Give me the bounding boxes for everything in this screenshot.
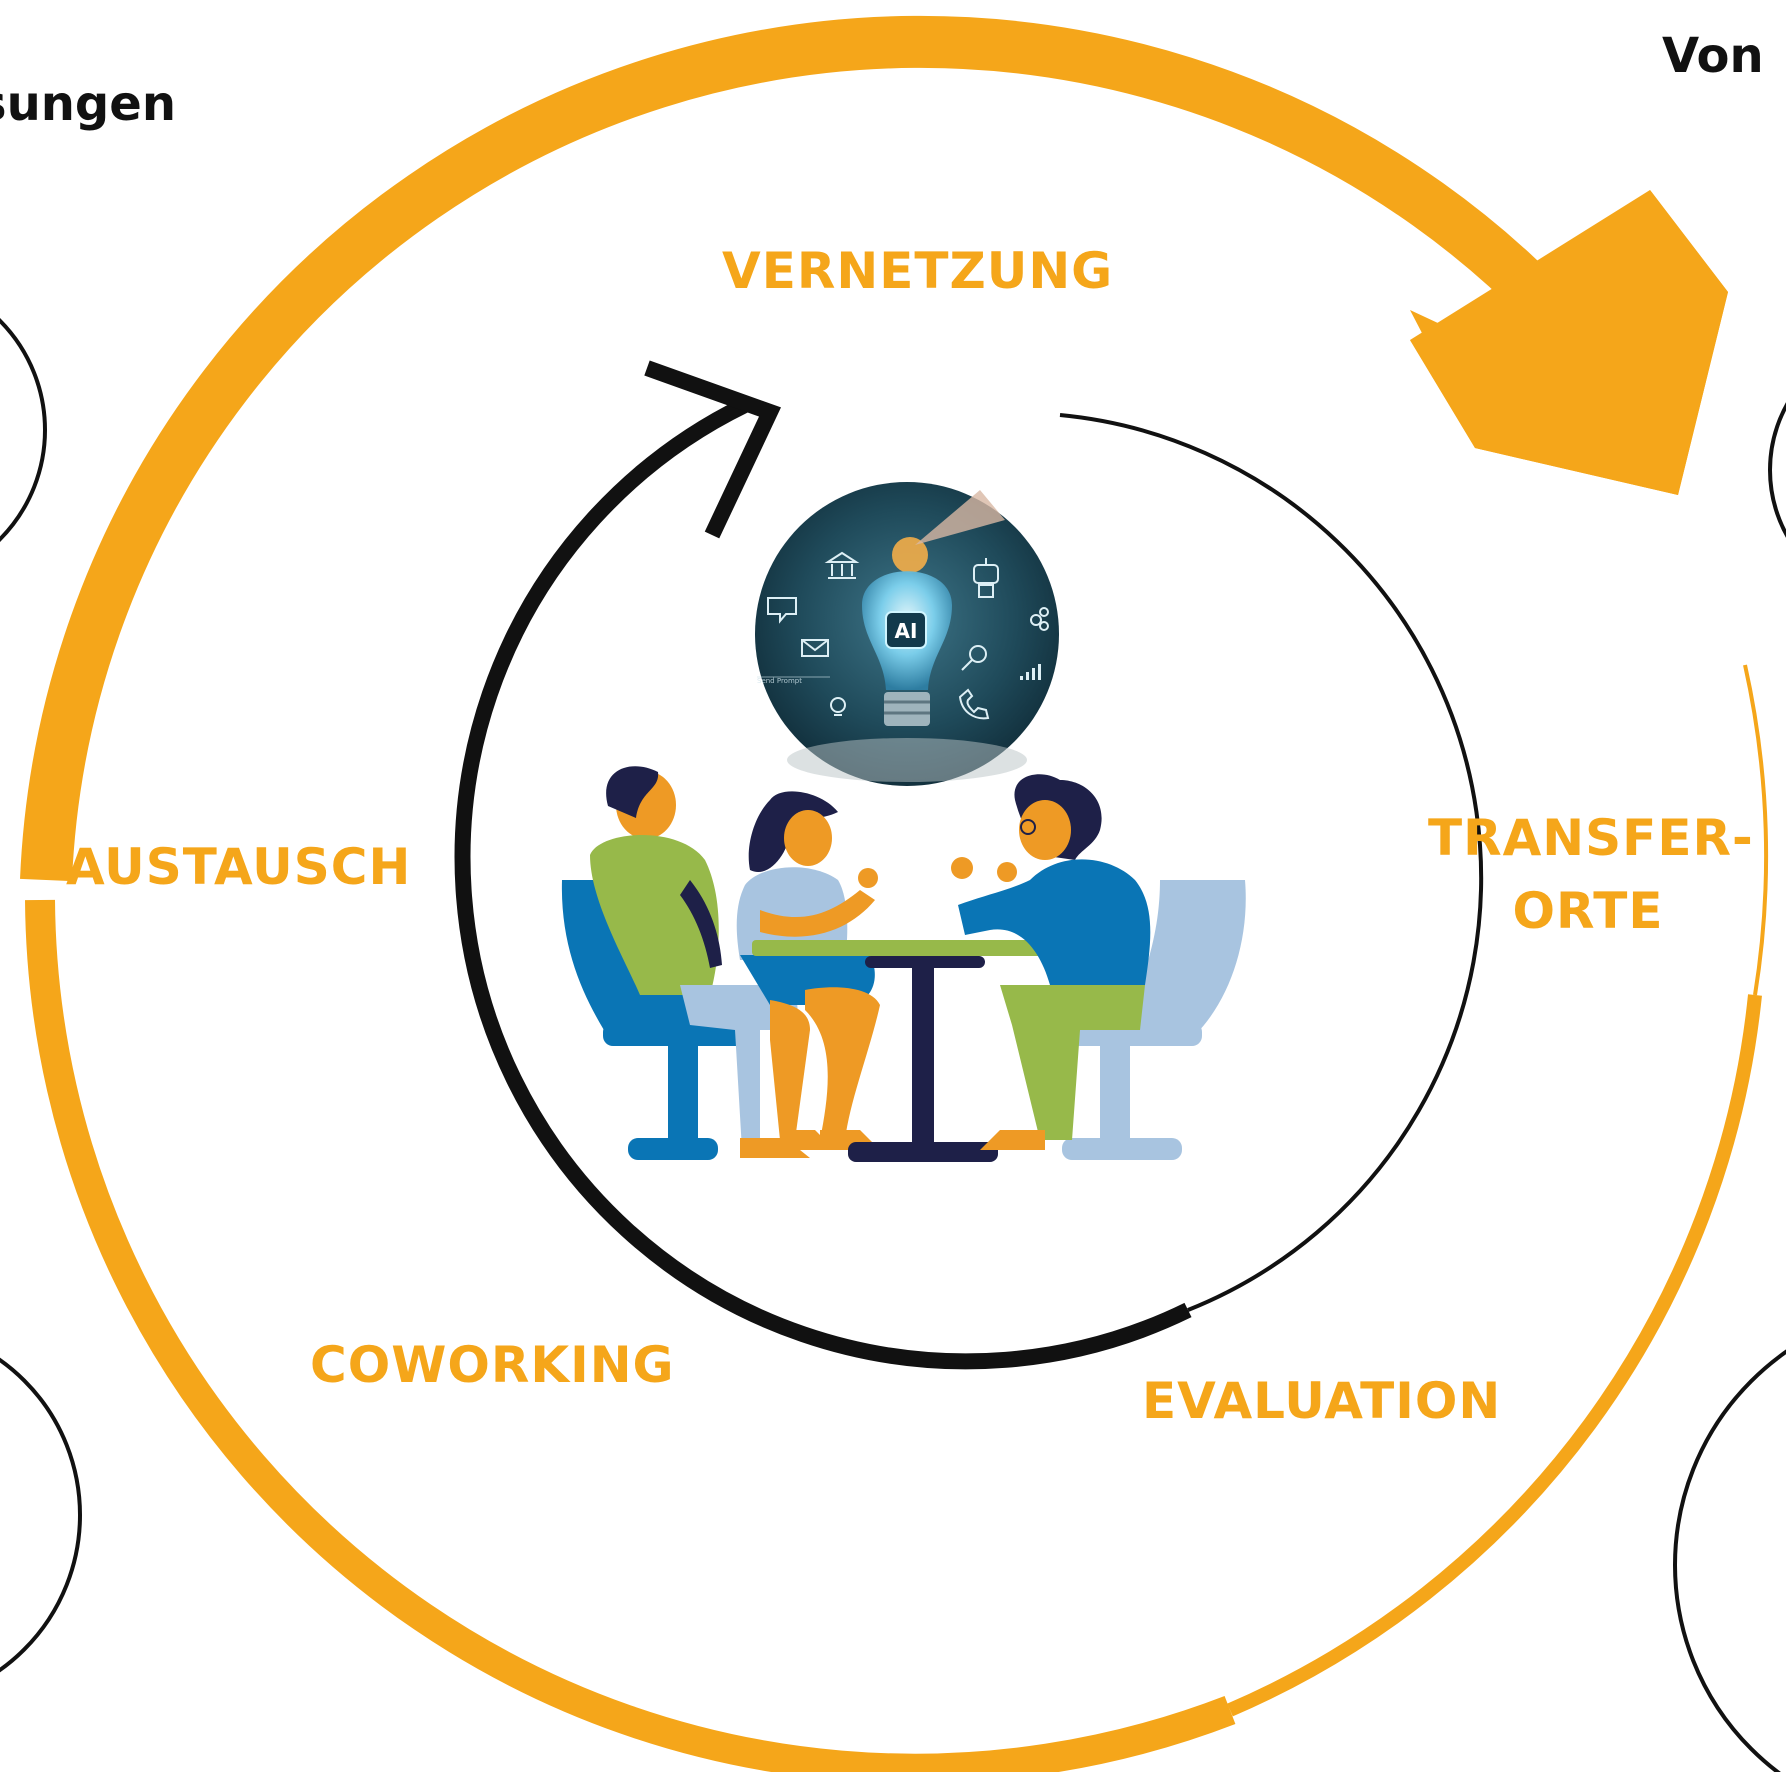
side-circle-bottom-right bbox=[1673, 1349, 1786, 1772]
bar-chart-icon bbox=[1020, 664, 1041, 680]
meeting-illustration bbox=[561, 766, 1246, 1162]
label-transfer-orte: TRANSFER- ORTE bbox=[1428, 802, 1754, 947]
prompt-text: Send Prompt bbox=[757, 677, 802, 685]
search-icon bbox=[961, 645, 987, 671]
bank-icon bbox=[824, 551, 860, 579]
outer-cycle-arc-tail bbox=[1743, 664, 1769, 996]
label-evaluation: EVALUATION bbox=[1142, 1372, 1502, 1430]
side-circle-top-right bbox=[1768, 402, 1786, 538]
corner-label-top-right: Von bbox=[1662, 28, 1764, 84]
right-person-body bbox=[958, 859, 1151, 985]
right-person-head bbox=[1019, 800, 1071, 860]
ai-badge-text: AI bbox=[895, 619, 918, 643]
idea-icon bbox=[830, 697, 846, 716]
meeting-table-top bbox=[752, 940, 1072, 956]
label-austausch: AUSTAUSCH bbox=[66, 838, 412, 896]
middle-person-body bbox=[736, 867, 848, 960]
right-chair bbox=[1120, 880, 1246, 1035]
outer-cycle-arrow-head-fill bbox=[1410, 190, 1728, 495]
outer-cycle-arc-bottom bbox=[25, 899, 1236, 1772]
side-circle-bottom-left bbox=[0, 1357, 82, 1673]
inner-cycle-arc-thin bbox=[1059, 413, 1484, 1312]
corner-label-top-left: sungen bbox=[0, 76, 176, 132]
label-vernetzung: VERNETZUNG bbox=[722, 242, 1114, 300]
phone-icon bbox=[958, 688, 990, 720]
inner-cycle-arc-thick bbox=[454, 397, 1192, 1370]
robot-icon bbox=[973, 558, 999, 598]
outer-cycle-arc-thick bbox=[20, 15, 1636, 882]
left-person-body bbox=[590, 835, 719, 995]
chat-icon bbox=[767, 597, 797, 624]
label-transfer-line2: ORTE bbox=[1512, 881, 1664, 940]
mail-icon bbox=[801, 639, 829, 657]
label-transfer-line1: TRANSFER- bbox=[1428, 809, 1754, 867]
gears-icon bbox=[1030, 607, 1049, 631]
ai-lightbulb-image: AI Send Prompt bbox=[755, 482, 1059, 786]
side-circle-top-left bbox=[0, 318, 47, 542]
label-coworking: COWORKING bbox=[310, 1336, 675, 1394]
outer-cycle-arc-bottom-right bbox=[1227, 994, 1762, 1717]
middle-person-head bbox=[784, 810, 832, 866]
inner-cycle-arrow-head bbox=[644, 360, 781, 539]
